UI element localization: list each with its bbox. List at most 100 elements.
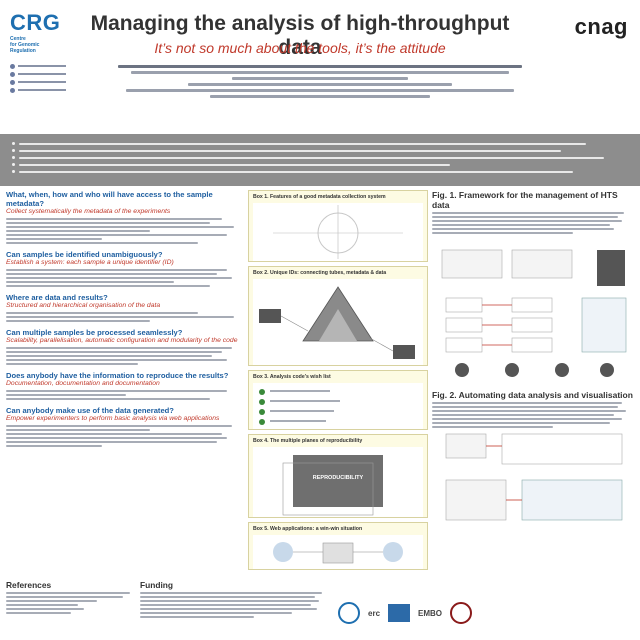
tube-icon	[259, 309, 281, 323]
figure-1-diagram	[432, 236, 634, 386]
google-form-panel	[441, 249, 503, 279]
id-triangle-inner	[319, 309, 357, 341]
box-5: Box 5. Web applications: a win-win situa…	[248, 522, 428, 570]
banner-item	[12, 168, 628, 175]
hts-framework-diagram	[441, 249, 627, 377]
process-box	[511, 297, 553, 313]
text-line	[6, 394, 126, 396]
references: References	[6, 580, 136, 616]
text-line	[6, 604, 78, 606]
text-line	[140, 608, 317, 610]
text-line	[232, 77, 408, 80]
unique-id-diagram	[259, 286, 415, 359]
box-title: Box 3. Analysis code’s wish list	[253, 374, 331, 380]
cnag-logo: cnag	[574, 14, 628, 39]
text-line	[6, 277, 232, 279]
section-heading: Can multiple samples be processed seamle…	[6, 328, 183, 337]
figure-2-caption	[432, 402, 634, 428]
text-line	[432, 406, 618, 408]
box-2-diagram	[253, 279, 423, 365]
text-line	[140, 616, 254, 618]
text-line	[270, 390, 330, 392]
box-3: Box 3. Analysis code’s wish list	[248, 370, 428, 430]
text-line	[6, 445, 102, 447]
banner-item	[12, 140, 628, 147]
flag-logo-icon	[388, 604, 411, 622]
text-line	[6, 600, 97, 602]
text-line	[432, 224, 610, 226]
check-icon	[259, 419, 265, 425]
text-line	[140, 604, 311, 606]
table-panel	[445, 479, 507, 521]
text-line	[6, 320, 150, 322]
text-line	[188, 83, 452, 86]
figure-2-diagram	[432, 430, 634, 530]
section-body	[6, 425, 246, 447]
web-app-panel	[521, 479, 623, 521]
crg-logo-sub-2: for Genomic	[10, 42, 40, 48]
crg-logo-text: CRG	[10, 10, 61, 35]
database-icon	[597, 250, 625, 286]
author-list	[100, 62, 540, 101]
text-line	[432, 422, 610, 424]
poster-title: Managing the analysis of high-throughput…	[90, 12, 510, 59]
reproducibility-label: REPRODUCIBILITY	[312, 475, 364, 481]
section-metadata: What, when, how and who will have access…	[6, 190, 246, 244]
check-icon	[259, 389, 265, 395]
connector-line	[280, 315, 309, 332]
reproducibility-plane	[293, 455, 383, 507]
box-title: Box 4. The multiple planes of reproducib…	[253, 438, 363, 444]
text-line	[19, 156, 605, 159]
text-line	[6, 312, 198, 314]
text-line	[6, 429, 150, 431]
text-line	[140, 600, 319, 602]
banner-item	[12, 161, 628, 168]
connector-line	[367, 336, 394, 352]
text-line	[19, 170, 574, 173]
text-line	[117, 65, 523, 68]
crg-logo-sub-3: Regulation	[10, 48, 36, 54]
bullet-icon	[12, 142, 15, 145]
figure-1-title: Fig. 1. Framework for the management of …	[432, 190, 618, 210]
box-title: Box 1. Features of a good metadata colle…	[253, 194, 386, 200]
automation-diagram	[445, 433, 623, 521]
bullet-icon	[12, 149, 15, 152]
box-3-list	[253, 383, 423, 429]
text-line	[140, 612, 292, 614]
sample-box	[445, 337, 483, 353]
text-line	[6, 222, 210, 224]
globe-icon	[10, 87, 15, 93]
section-subheading: Documentation, documentation and documen…	[6, 380, 160, 387]
left-column: What, when, how and who will have access…	[6, 190, 246, 575]
social-links	[10, 62, 90, 94]
section-subheading: Structured and hierarchical organisation…	[6, 302, 161, 309]
poster-header: CRG Centre for Genomic Regulation Managi…	[0, 0, 640, 132]
text-line	[19, 163, 451, 166]
text-line	[432, 402, 622, 404]
text-line	[6, 359, 227, 361]
data-icon	[393, 345, 415, 359]
box-4: Box 4. The multiple planes of reproducib…	[248, 434, 428, 518]
box-5-diagram	[253, 535, 423, 569]
text-line	[19, 149, 562, 152]
text-line	[432, 228, 614, 230]
plane-outline	[282, 462, 374, 516]
section-body	[6, 218, 246, 244]
text-line	[6, 390, 227, 392]
box-title: Box 5. Web applications: a win-win situa…	[253, 526, 363, 532]
text-line	[6, 592, 130, 594]
text-line	[6, 273, 218, 275]
section-heading: Can anybody make use of the data generat…	[6, 406, 174, 415]
text-line	[270, 420, 326, 422]
text-line	[432, 220, 622, 222]
section-body	[6, 312, 246, 322]
crg-logo-sub-1: Centre	[10, 36, 26, 42]
pipeline-panel	[501, 433, 623, 465]
section-subheading: Establish a system: each sample a unique…	[6, 259, 174, 266]
funding-heading: Funding	[140, 580, 174, 590]
metadata-features-diagram	[273, 205, 403, 259]
social-row	[10, 78, 90, 86]
summary-banner	[0, 134, 640, 186]
text-line	[6, 433, 222, 435]
text-line	[210, 95, 430, 98]
